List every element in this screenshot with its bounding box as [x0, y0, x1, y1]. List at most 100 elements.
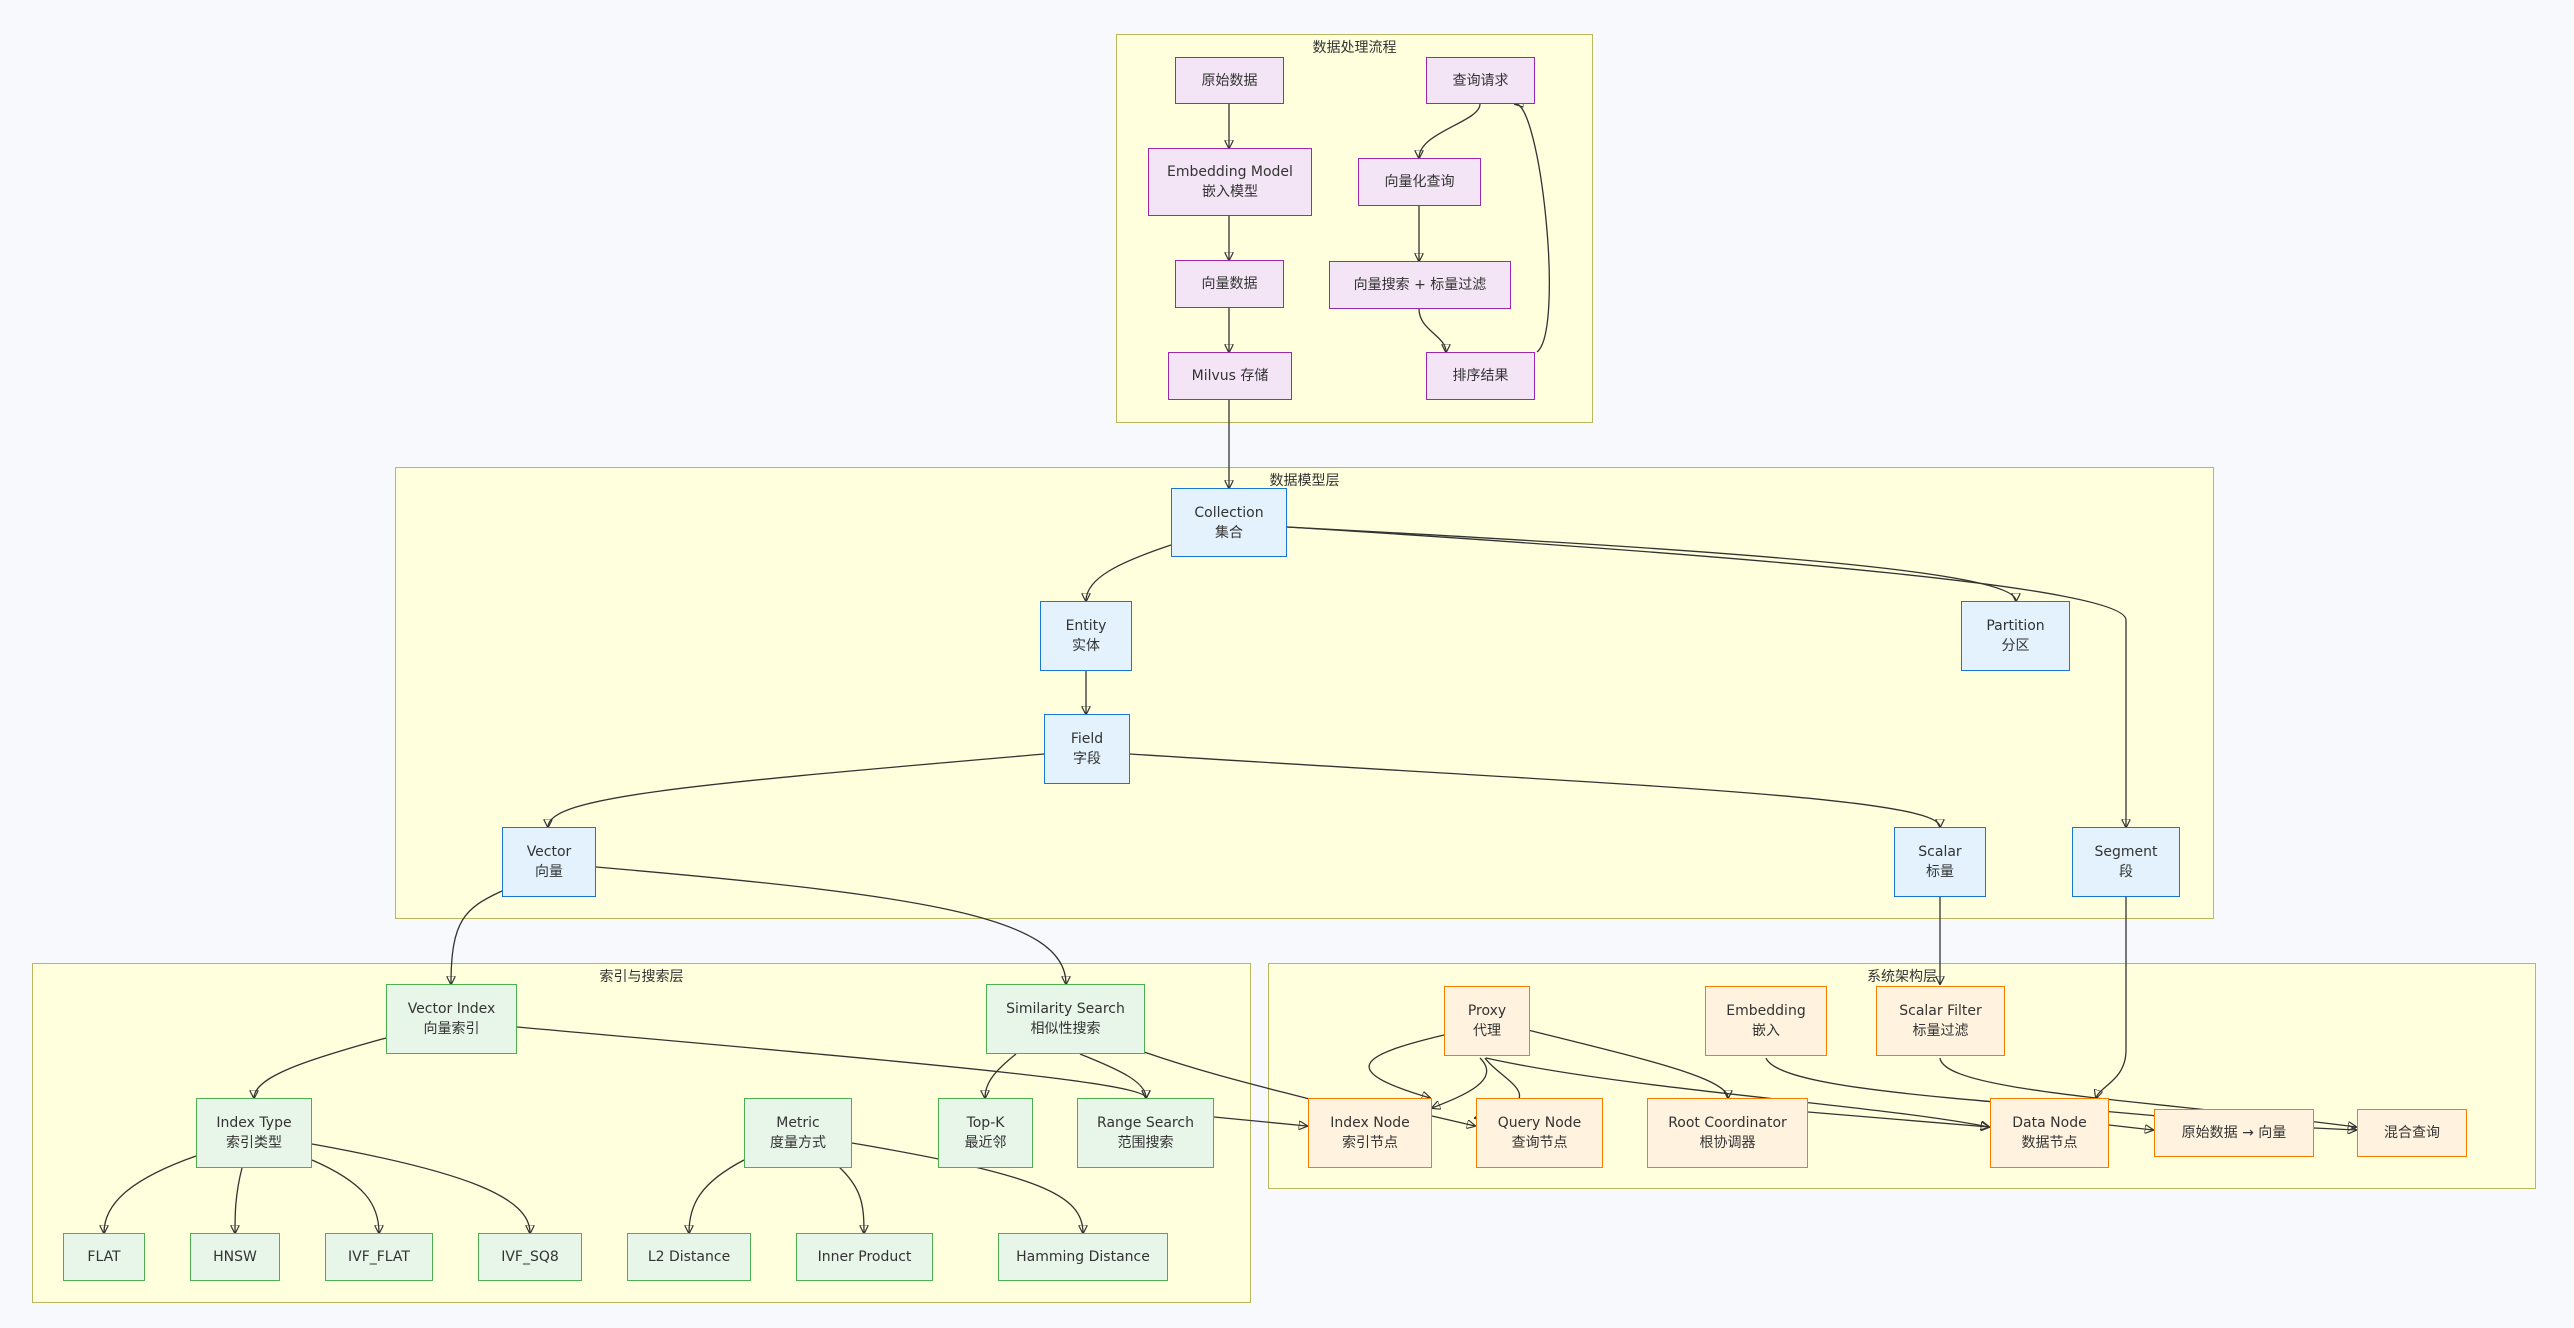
node-milvus-store[interactable]: Milvus 存储	[1168, 352, 1292, 400]
node-query-node-sublabel: 查询节点	[1511, 1135, 1568, 1151]
node-embedding[interactable]: Embedding 嵌入	[1705, 986, 1827, 1056]
node-similarity-search-label: Similarity Search	[1006, 1001, 1125, 1017]
node-rank-results[interactable]: 排序结果	[1426, 352, 1535, 400]
node-segment-sublabel: 段	[2119, 864, 2133, 880]
node-embedding-label: Embedding	[1726, 1003, 1806, 1019]
node-raw-data-label: 原始数据	[1201, 72, 1258, 89]
node-range-search-label: Range Search	[1097, 1115, 1194, 1131]
node-embedding-model-label: Embedding Model	[1167, 164, 1293, 180]
node-metric-sublabel: 度量方式	[770, 1135, 826, 1151]
node-field-label: Field	[1070, 731, 1104, 747]
node-data-node[interactable]: Data Node 数据节点	[1990, 1098, 2109, 1168]
node-scalar-filter-label: Scalar Filter	[1899, 1003, 1982, 1019]
node-embedding-model-sublabel: 嵌入模型	[1202, 184, 1258, 200]
node-ivf-sq8-label: IVF_SQ8	[501, 1249, 559, 1265]
node-partition-sublabel: 分区	[2001, 638, 2030, 654]
node-index-node-sublabel: 索引节点	[1342, 1135, 1398, 1151]
node-top-k[interactable]: Top-K 最近邻	[938, 1098, 1033, 1168]
node-vector[interactable]: Vector 向量	[502, 827, 596, 897]
node-vector-sublabel: 向量	[535, 864, 563, 880]
node-segment[interactable]: Segment 段	[2072, 827, 2180, 897]
node-ivf-sq8[interactable]: IVF_SQ8	[478, 1233, 582, 1281]
node-field-sublabel: 字段	[1073, 751, 1101, 767]
node-flat-label: FLAT	[87, 1249, 121, 1265]
node-index-node-label: Index Node	[1330, 1115, 1410, 1131]
node-hybrid-query-label: 混合查询	[2384, 1125, 2440, 1141]
node-entity[interactable]: Entity 实体	[1040, 601, 1132, 671]
node-top-k-label: Top-K	[966, 1115, 1005, 1131]
node-hnsw-label: HNSW	[213, 1249, 257, 1265]
node-vector-scalar-search[interactable]: 向量搜索 + 标量过滤	[1329, 261, 1511, 309]
node-vector-data[interactable]: 向量数据	[1175, 260, 1284, 308]
node-proxy-label: Proxy	[1467, 1003, 1507, 1019]
node-index-type[interactable]: Index Type 索引类型	[196, 1098, 312, 1168]
node-inner-product[interactable]: Inner Product	[796, 1233, 933, 1281]
node-range-search[interactable]: Range Search 范围搜索	[1077, 1098, 1214, 1168]
node-scalar[interactable]: Scalar 标量	[1894, 827, 1986, 897]
node-partition[interactable]: Partition 分区	[1961, 601, 2070, 671]
node-range-search-sublabel: 范围搜索	[1117, 1135, 1174, 1151]
node-index-node[interactable]: Index Node 索引节点	[1308, 1098, 1432, 1168]
node-segment-label: Segment	[2094, 844, 2158, 860]
node-scalar-label: Scalar	[1918, 844, 1962, 860]
node-similarity-search[interactable]: Similarity Search 相似性搜索	[986, 984, 1145, 1054]
node-data-node-label: Data Node	[2012, 1115, 2087, 1131]
node-root-coordinator[interactable]: Root Coordinator 根协调器	[1647, 1098, 1808, 1168]
node-hybrid-query[interactable]: 混合查询	[2357, 1109, 2467, 1157]
node-ivf-flat[interactable]: IVF_FLAT	[325, 1233, 433, 1281]
node-proxy-sublabel: 代理	[1473, 1023, 1501, 1039]
node-milvus-store-label: Milvus 存储	[1191, 368, 1269, 384]
node-scalar-filter-sublabel: 标量过滤	[1912, 1023, 1969, 1039]
node-vector-scalar-search-label: 向量搜索 + 标量过滤	[1353, 277, 1487, 293]
node-scalar-filter[interactable]: Scalar Filter 标量过滤	[1876, 986, 2005, 1056]
node-inner-product-label: Inner Product	[817, 1249, 912, 1265]
node-entity-label: Entity	[1065, 618, 1107, 634]
node-collection-label: Collection	[1194, 504, 1264, 521]
node-query-node-label: Query Node	[1497, 1115, 1582, 1131]
node-flat[interactable]: FLAT	[63, 1233, 145, 1281]
node-hamming-distance-label: Hamming Distance	[1016, 1249, 1150, 1265]
node-vectorize-query-label: 向量化查询	[1384, 174, 1455, 190]
node-index-type-sublabel: 索引类型	[226, 1135, 282, 1151]
node-partition-label: Partition	[1986, 618, 2045, 634]
node-vector-index-sublabel: 向量索引	[423, 1021, 480, 1037]
node-vector-index-label: Vector Index	[407, 1001, 496, 1017]
node-vector-index[interactable]: Vector Index 向量索引	[386, 984, 517, 1054]
node-embedding-sublabel: 嵌入	[1752, 1023, 1780, 1039]
node-metric-label: Metric	[776, 1115, 820, 1131]
node-hnsw[interactable]: HNSW	[190, 1233, 280, 1281]
node-vectorize-query[interactable]: 向量化查询	[1358, 158, 1481, 206]
node-data-node-sublabel: 数据节点	[2021, 1135, 2078, 1151]
node-query-request-label: 查询请求	[1452, 72, 1509, 89]
node-vector-data-label: 向量数据	[1201, 276, 1258, 292]
node-metric[interactable]: Metric 度量方式	[744, 1098, 852, 1168]
node-proxy[interactable]: Proxy 代理	[1444, 986, 1530, 1056]
node-raw-to-vector-label: 原始数据 → 向量	[2181, 1125, 2287, 1141]
node-raw-to-vector[interactable]: 原始数据 → 向量	[2154, 1109, 2314, 1157]
node-ivf-flat-label: IVF_FLAT	[348, 1249, 410, 1265]
node-entity-sublabel: 实体	[1072, 638, 1100, 654]
node-l2-distance-label: L2 Distance	[647, 1249, 731, 1265]
cluster-title-data-model: 数据模型层	[1269, 473, 1340, 489]
node-embedding-model[interactable]: Embedding Model 嵌入模型	[1148, 148, 1312, 216]
node-vector-label: Vector	[526, 844, 572, 860]
node-rank-results-label: 排序结果	[1452, 368, 1509, 384]
node-field[interactable]: Field 字段	[1044, 714, 1130, 784]
node-query-node[interactable]: Query Node 查询节点	[1476, 1098, 1603, 1168]
cluster-title-index-search: 索引与搜索层	[599, 969, 684, 985]
node-collection[interactable]: Collection 集合	[1171, 488, 1287, 557]
node-l2-distance[interactable]: L2 Distance	[627, 1233, 751, 1281]
node-root-coordinator-sublabel: 根协调器	[1699, 1135, 1756, 1151]
node-scalar-sublabel: 标量	[1926, 864, 1954, 880]
node-collection-sublabel: 集合	[1215, 524, 1243, 541]
node-root-coordinator-label: Root Coordinator	[1668, 1115, 1787, 1131]
node-similarity-search-sublabel: 相似性搜索	[1030, 1021, 1101, 1037]
node-query-request[interactable]: 查询请求	[1426, 57, 1535, 104]
cluster-title-system-arch: 系统架构层	[1867, 969, 1937, 985]
cluster-title-data-flow: 数据处理流程	[1312, 40, 1397, 56]
node-raw-data[interactable]: 原始数据	[1175, 57, 1284, 104]
node-hamming-distance[interactable]: Hamming Distance	[998, 1233, 1168, 1281]
node-top-k-sublabel: 最近邻	[964, 1135, 1007, 1151]
node-index-type-label: Index Type	[216, 1115, 292, 1131]
